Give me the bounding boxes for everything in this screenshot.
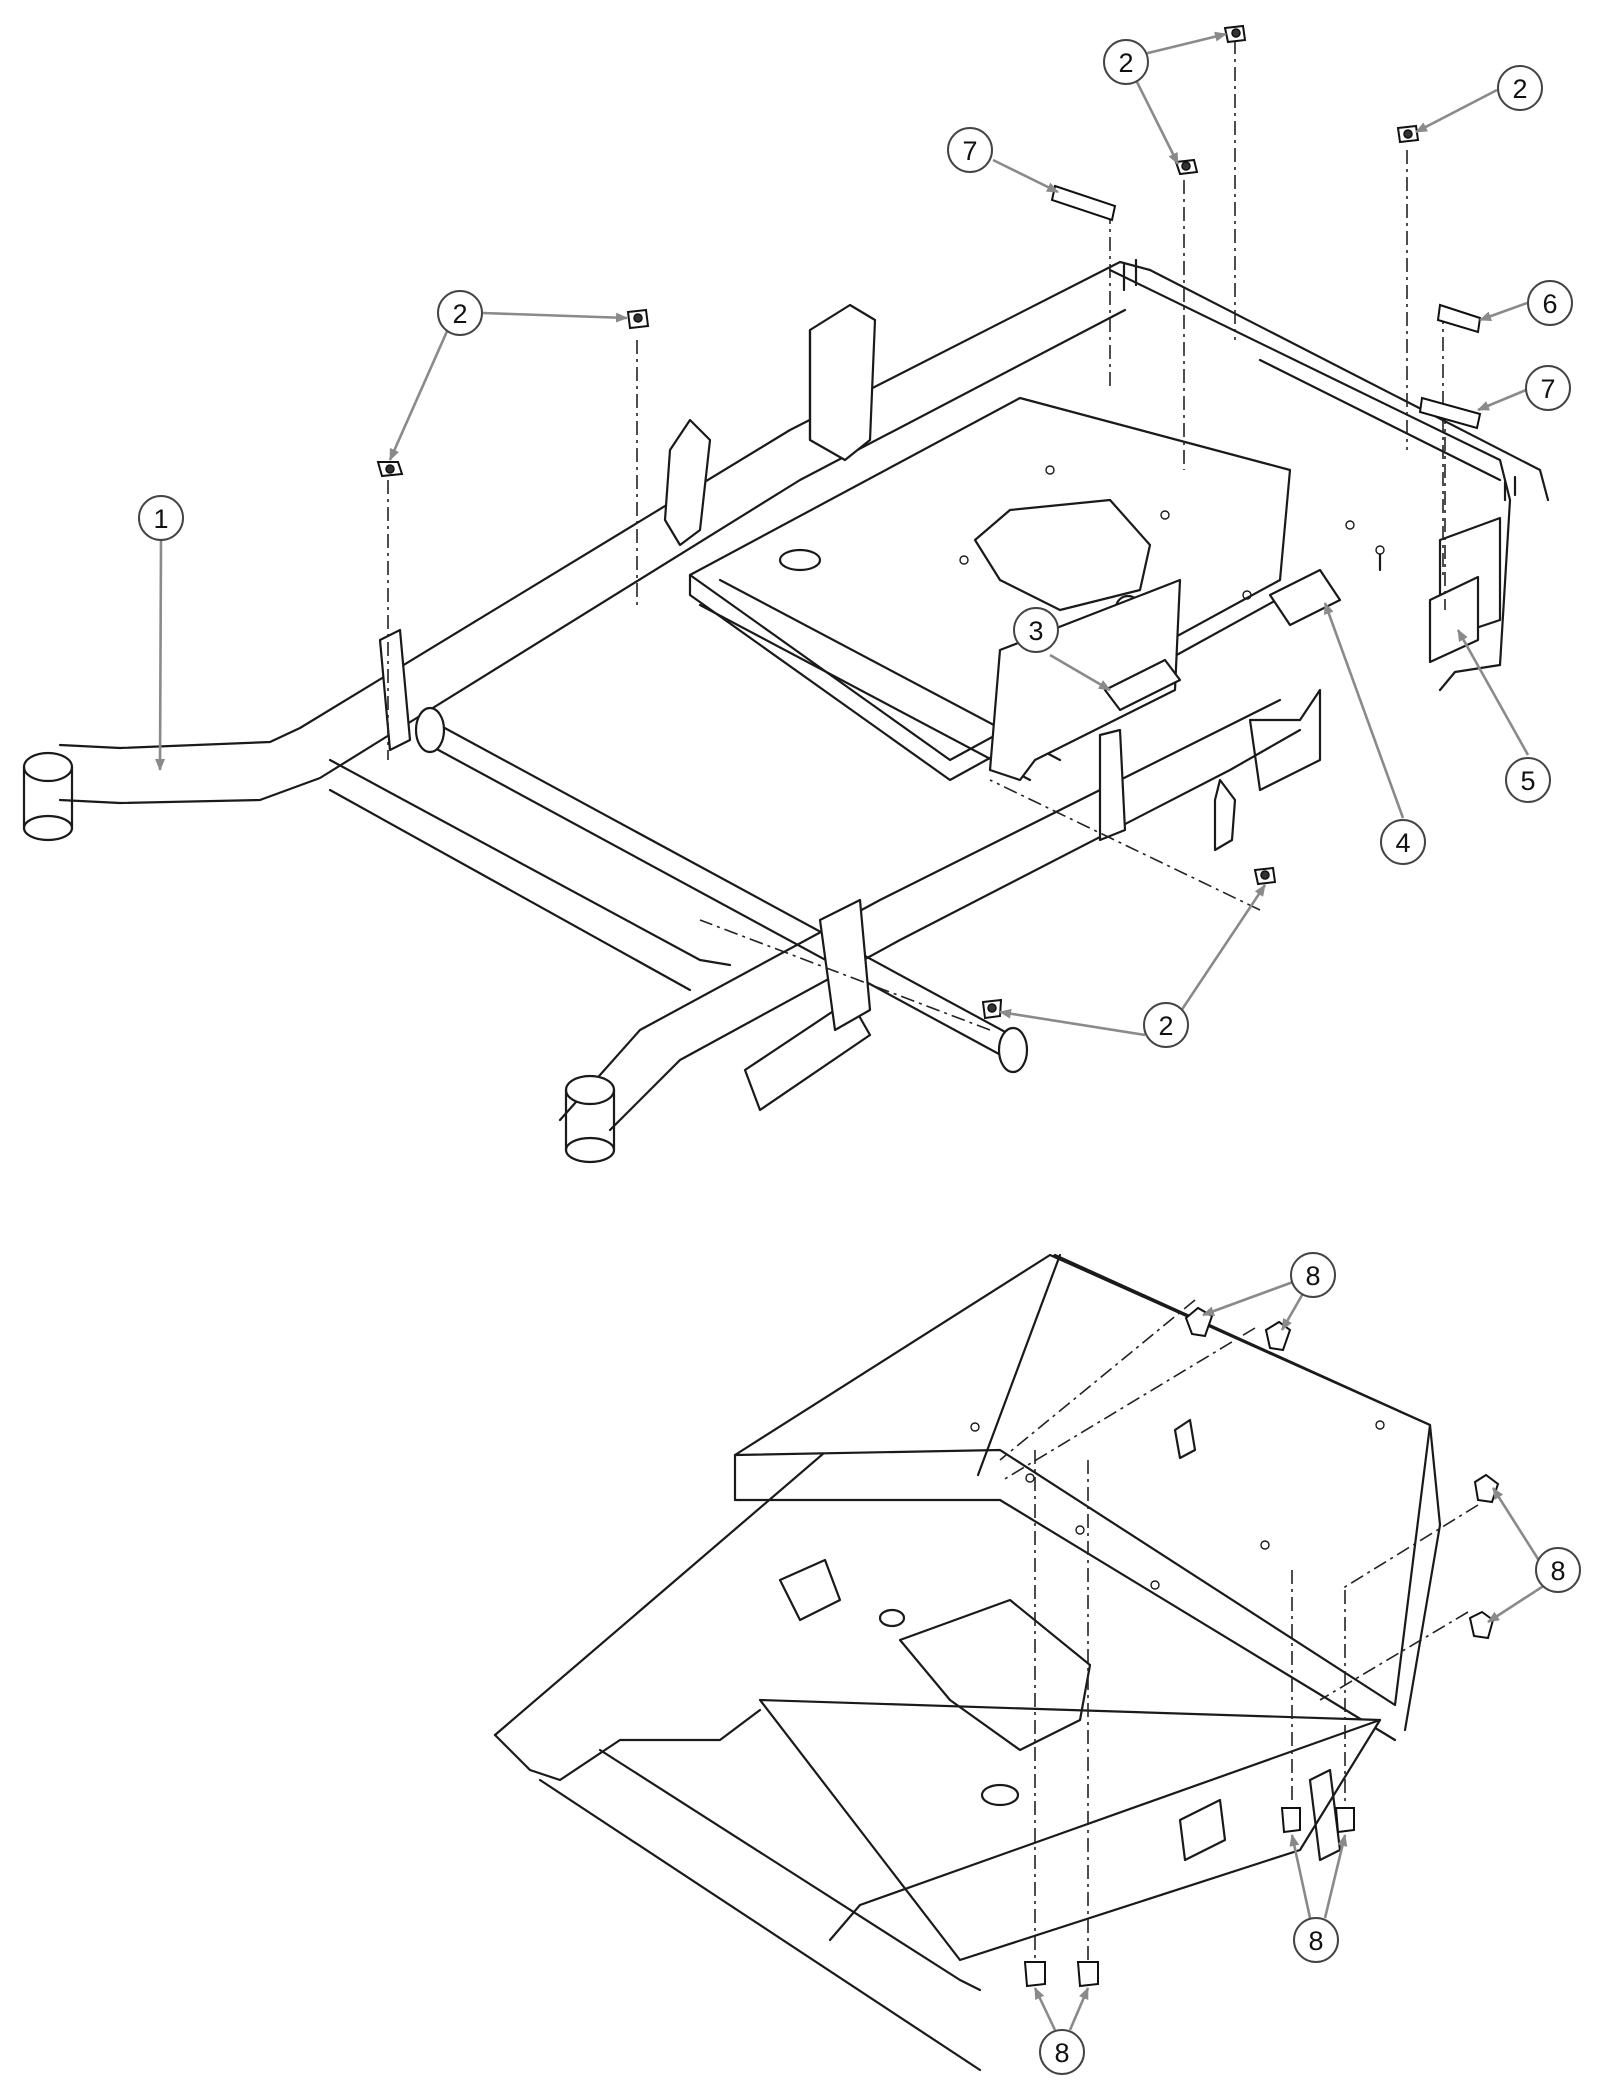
hardware-parts-top <box>376 24 1482 1020</box>
callout-3: 3 <box>1013 607 1059 653</box>
callout-label: 4 <box>1395 828 1410 858</box>
callout-2-bottom-right: 2 <box>1143 1002 1189 1048</box>
decal-part-4 <box>1268 568 1342 627</box>
callout-label: 8 <box>1550 1556 1565 1586</box>
callout-label: 7 <box>962 136 977 166</box>
callout-label: 2 <box>452 299 467 329</box>
callout-label: 3 <box>1028 616 1043 646</box>
callout-label: 7 <box>1540 374 1555 404</box>
strip-6 <box>1436 303 1482 334</box>
nut-2a <box>376 461 404 478</box>
bushing-8g <box>1023 1961 1046 1988</box>
assembly-centerlines-bottom <box>999 1299 1479 1960</box>
nut-2c <box>1174 158 1199 176</box>
callout-1: 1 <box>138 495 184 541</box>
nut-2f <box>1253 866 1277 886</box>
callout-6: 6 <box>1527 280 1573 326</box>
callout-8-right: 8 <box>1535 1547 1581 1593</box>
callout-8-bottom: 8 <box>1039 2029 1085 2075</box>
callout-label: 8 <box>1305 1261 1320 1291</box>
callout-label: 1 <box>153 504 168 534</box>
callout-4: 4 <box>1380 819 1426 865</box>
decal-part-5 <box>1428 575 1480 664</box>
callout-2-top-right: 2 <box>1497 65 1543 111</box>
callout-label: 8 <box>1054 2038 1069 2068</box>
callout-7-right: 7 <box>1525 365 1571 411</box>
leader-lines <box>155 31 1547 2031</box>
strip-7a <box>1050 184 1117 222</box>
callout-8-top: 8 <box>1290 1252 1336 1298</box>
decal-part-3 <box>1103 658 1182 712</box>
nut-2b <box>626 308 650 330</box>
callout-label: 2 <box>1512 74 1527 104</box>
caster-yoke-right <box>564 1074 616 1164</box>
nut-2d <box>1223 24 1247 44</box>
callout-5: 5 <box>1505 757 1551 803</box>
assembly-centerlines-top <box>387 40 1446 1031</box>
callout-2-left: 2 <box>437 290 483 336</box>
carriage-plate-assembly <box>493 1253 1442 2072</box>
bushing-8f <box>1334 1807 1355 1834</box>
callout-8-middle: 8 <box>1293 1917 1339 1963</box>
nut-2g <box>981 998 1003 1020</box>
strip-7b <box>1418 396 1482 430</box>
bushing-8e <box>1280 1807 1301 1834</box>
bushing-8h <box>1076 1961 1099 1988</box>
callout-2-top-center: 2 <box>1103 39 1149 85</box>
callout-7-left: 7 <box>947 127 993 173</box>
bushing-8d <box>1468 1610 1495 1640</box>
main-frame-assembly <box>22 258 1550 1164</box>
nut-2e <box>1396 124 1420 144</box>
bushing-8b <box>1264 1320 1292 1352</box>
callout-label: 2 <box>1118 48 1133 78</box>
callout-label: 6 <box>1542 289 1557 319</box>
callout-label: 8 <box>1308 1926 1323 1956</box>
callout-label: 2 <box>1158 1011 1173 1041</box>
caster-yoke-left <box>22 751 74 842</box>
callout-label: 5 <box>1520 766 1535 796</box>
